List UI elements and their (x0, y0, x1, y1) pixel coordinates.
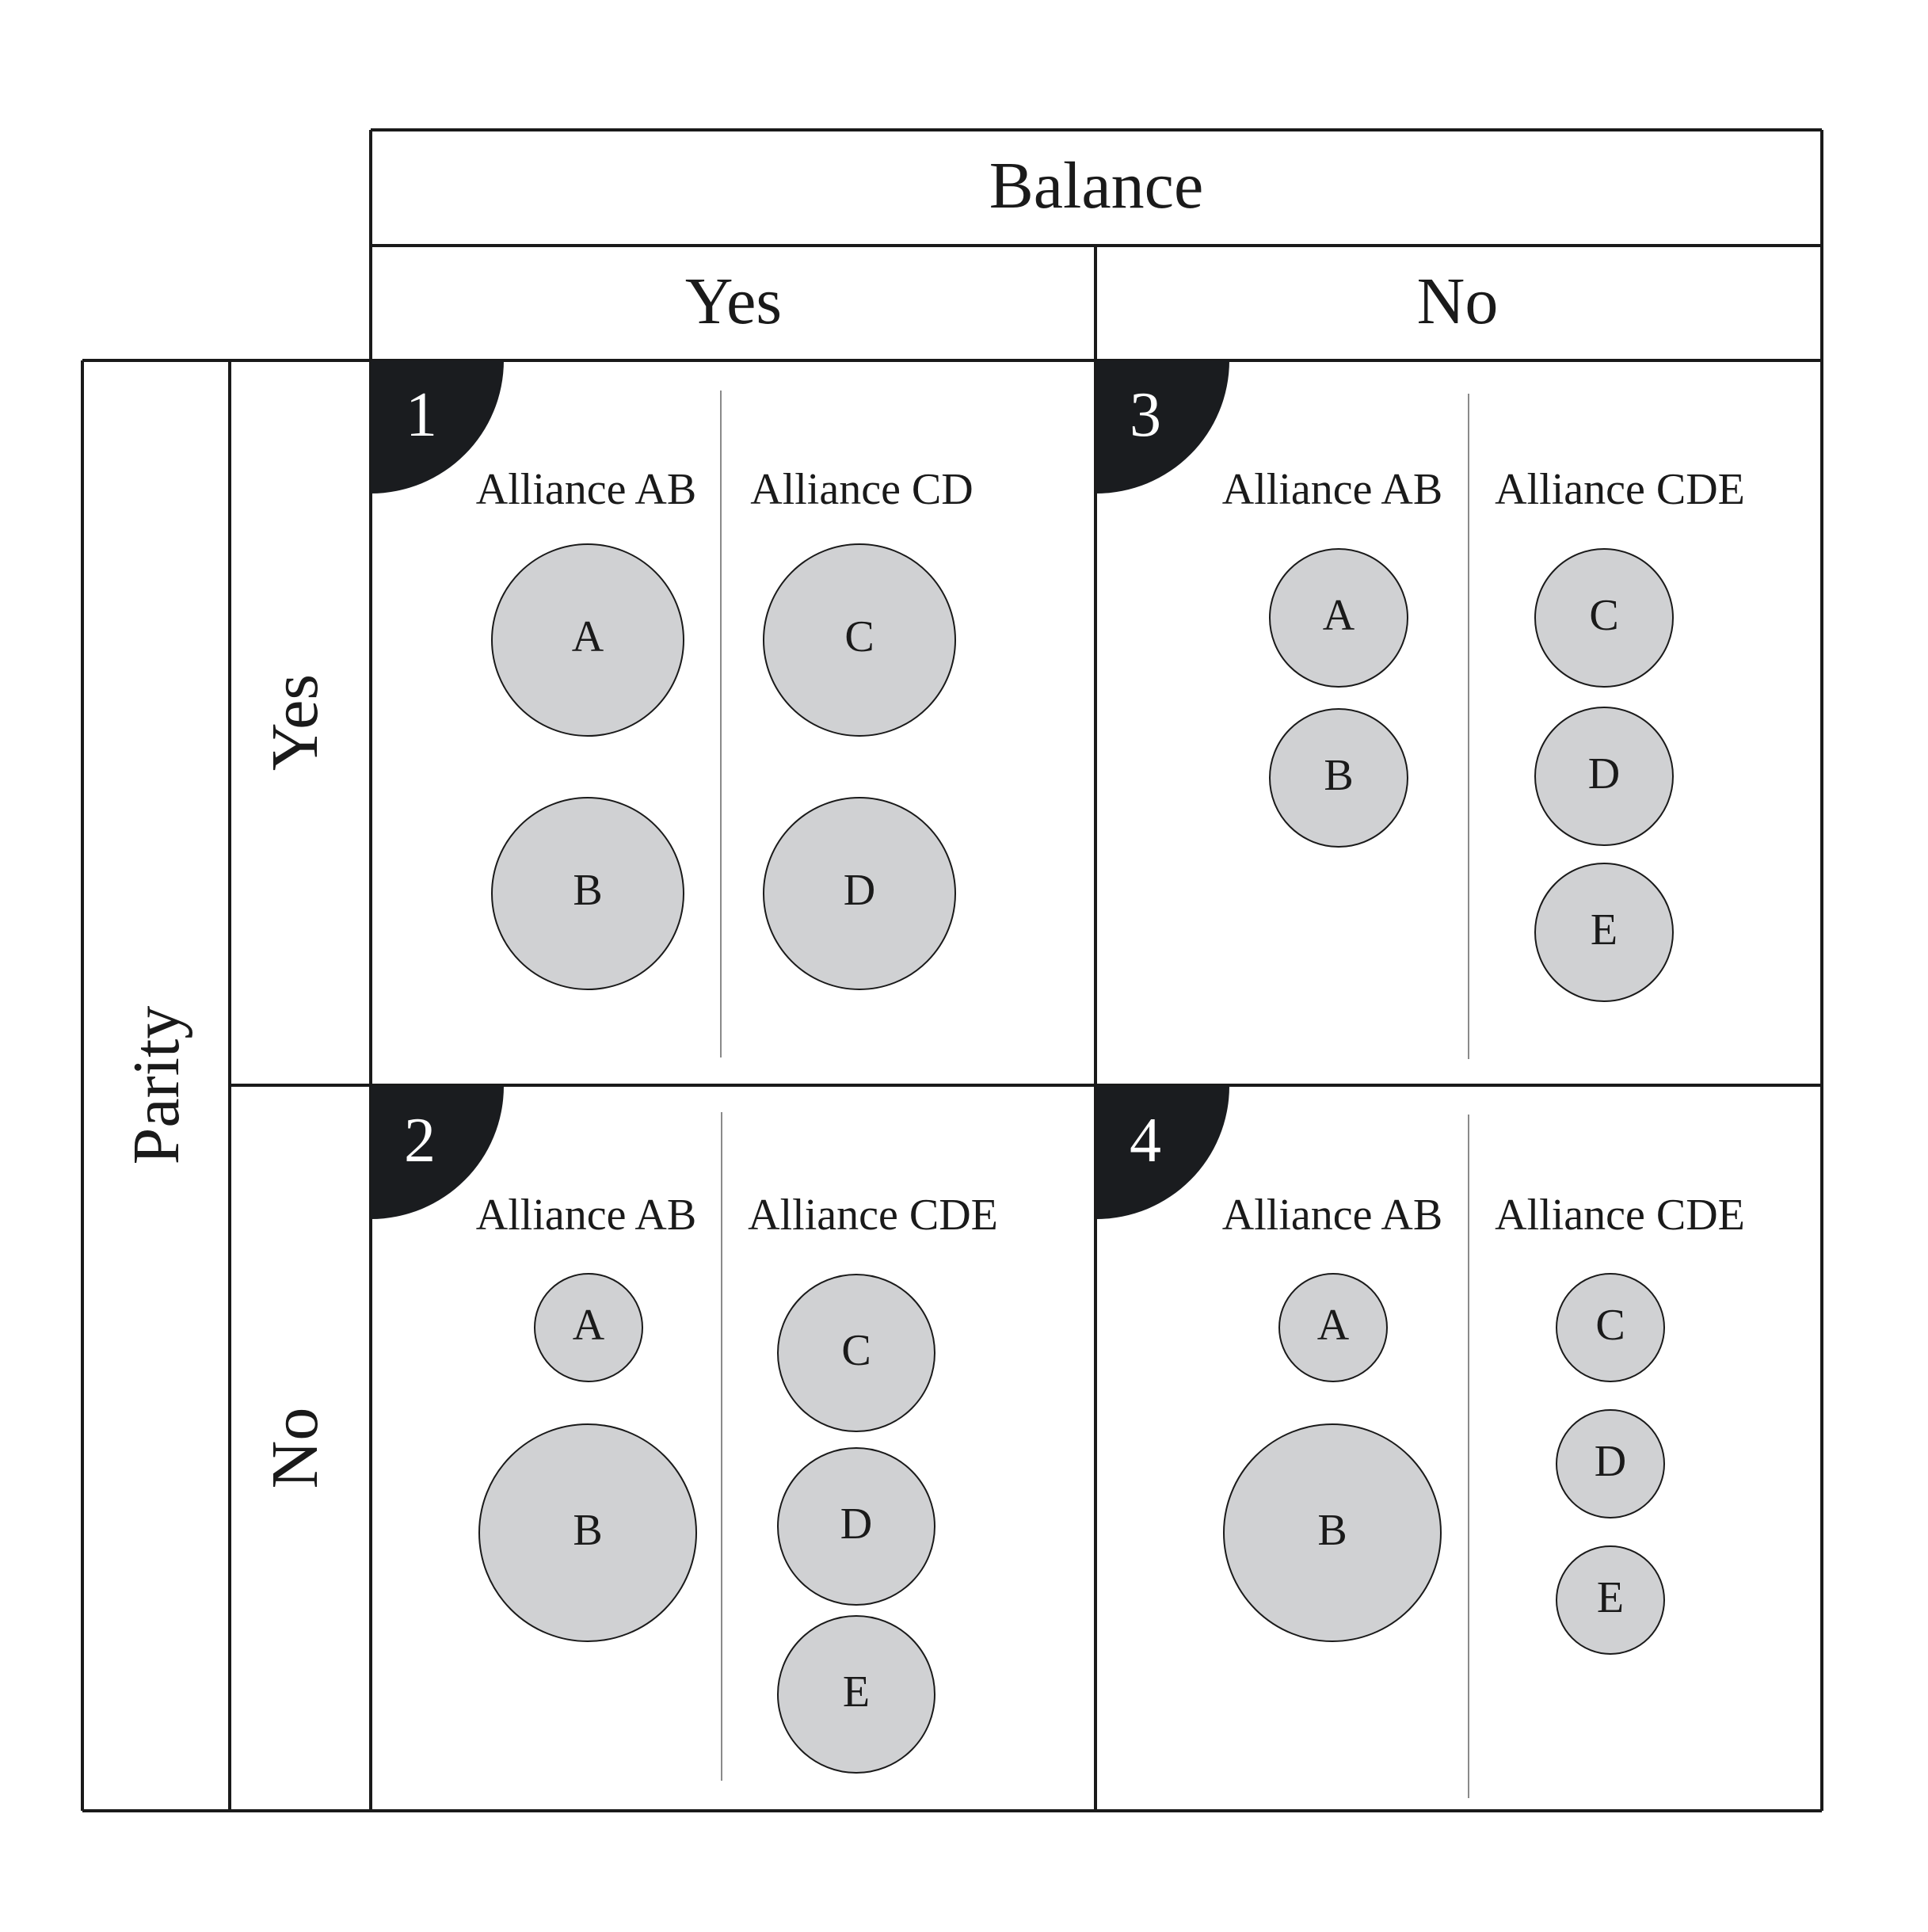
svg-text:B: B (573, 1506, 602, 1555)
quadrant-1: 1 Alliance AB Alliance CD A B C D (371, 360, 974, 1057)
state-b: B (1269, 708, 1408, 848)
right-alliance-label: Alliance CDE (748, 1191, 998, 1240)
quadrant-badge (1096, 360, 1229, 493)
left-alliance-label: Alliance AB (476, 1191, 696, 1240)
state-b: B (1223, 1423, 1442, 1642)
state-b: B (478, 1423, 697, 1642)
balance-title: Balance (989, 149, 1204, 223)
left-alliance-label: Alliance AB (476, 465, 696, 514)
state-e: E (777, 1615, 935, 1774)
quadrant-3: 3 Alliance AB Alliance CDE A B C D E (1096, 360, 1745, 1059)
right-alliance-label: Alliance CDE (1495, 1191, 1745, 1240)
state-a: A (1278, 1273, 1388, 1382)
state-d: D (763, 797, 956, 990)
svg-text:E: E (1591, 905, 1617, 955)
quadrant-number: 1 (406, 380, 437, 450)
balance-no-label: No (1417, 265, 1499, 338)
state-c: C (1556, 1273, 1665, 1382)
quadrant-badge (371, 1086, 504, 1219)
svg-text:D: D (844, 866, 875, 915)
svg-text:C: C (1595, 1301, 1625, 1350)
parity-title: Parity (120, 1006, 193, 1165)
state-a: A (1269, 548, 1408, 688)
svg-text:B: B (1324, 751, 1353, 800)
state-d: D (1534, 707, 1674, 846)
quadrant-2: 2 Alliance AB Alliance CDE A B C D E (371, 1086, 998, 1781)
quadrant-number: 4 (1130, 1106, 1161, 1176)
state-a: A (491, 543, 684, 737)
svg-text:C: C (1589, 591, 1618, 640)
state-c: C (1534, 548, 1674, 688)
state-b: B (491, 797, 684, 990)
state-d: D (777, 1447, 935, 1606)
quadrant-badge (1096, 1086, 1229, 1219)
parity-yes-label: Yes (258, 674, 332, 771)
svg-text:E: E (843, 1667, 870, 1717)
left-alliance-label: Alliance AB (1222, 1191, 1442, 1240)
svg-text:D: D (1595, 1437, 1626, 1486)
state-c: C (777, 1274, 935, 1432)
quadrant-4: 4 Alliance AB Alliance CDE A B C D E (1096, 1086, 1745, 1798)
state-a: A (534, 1273, 643, 1382)
right-alliance-label: Alliance CDE (1495, 465, 1745, 514)
svg-text:C: C (844, 612, 874, 661)
quadrant-badge (371, 360, 504, 493)
state-d: D (1556, 1409, 1665, 1519)
right-alliance-label: Alliance CD (750, 465, 973, 514)
left-alliance-label: Alliance AB (1222, 465, 1442, 514)
svg-text:D: D (1588, 749, 1620, 798)
state-e: E (1556, 1545, 1665, 1655)
svg-text:A: A (1317, 1301, 1350, 1350)
quadrant-number: 2 (404, 1106, 436, 1176)
state-c: C (763, 543, 956, 737)
parity-no-label: No (258, 1408, 332, 1489)
svg-text:A: A (1323, 591, 1355, 640)
svg-text:B: B (1317, 1506, 1347, 1555)
svg-text:C: C (841, 1326, 871, 1375)
svg-text:E: E (1597, 1573, 1624, 1622)
svg-text:B: B (573, 866, 602, 915)
svg-text:A: A (572, 612, 604, 661)
svg-text:A: A (573, 1301, 605, 1350)
state-e: E (1534, 863, 1674, 1002)
side-grid (81, 359, 1822, 1812)
quadrant-number: 3 (1130, 380, 1161, 450)
svg-text:D: D (840, 1499, 872, 1549)
balance-yes-label: Yes (685, 265, 782, 338)
